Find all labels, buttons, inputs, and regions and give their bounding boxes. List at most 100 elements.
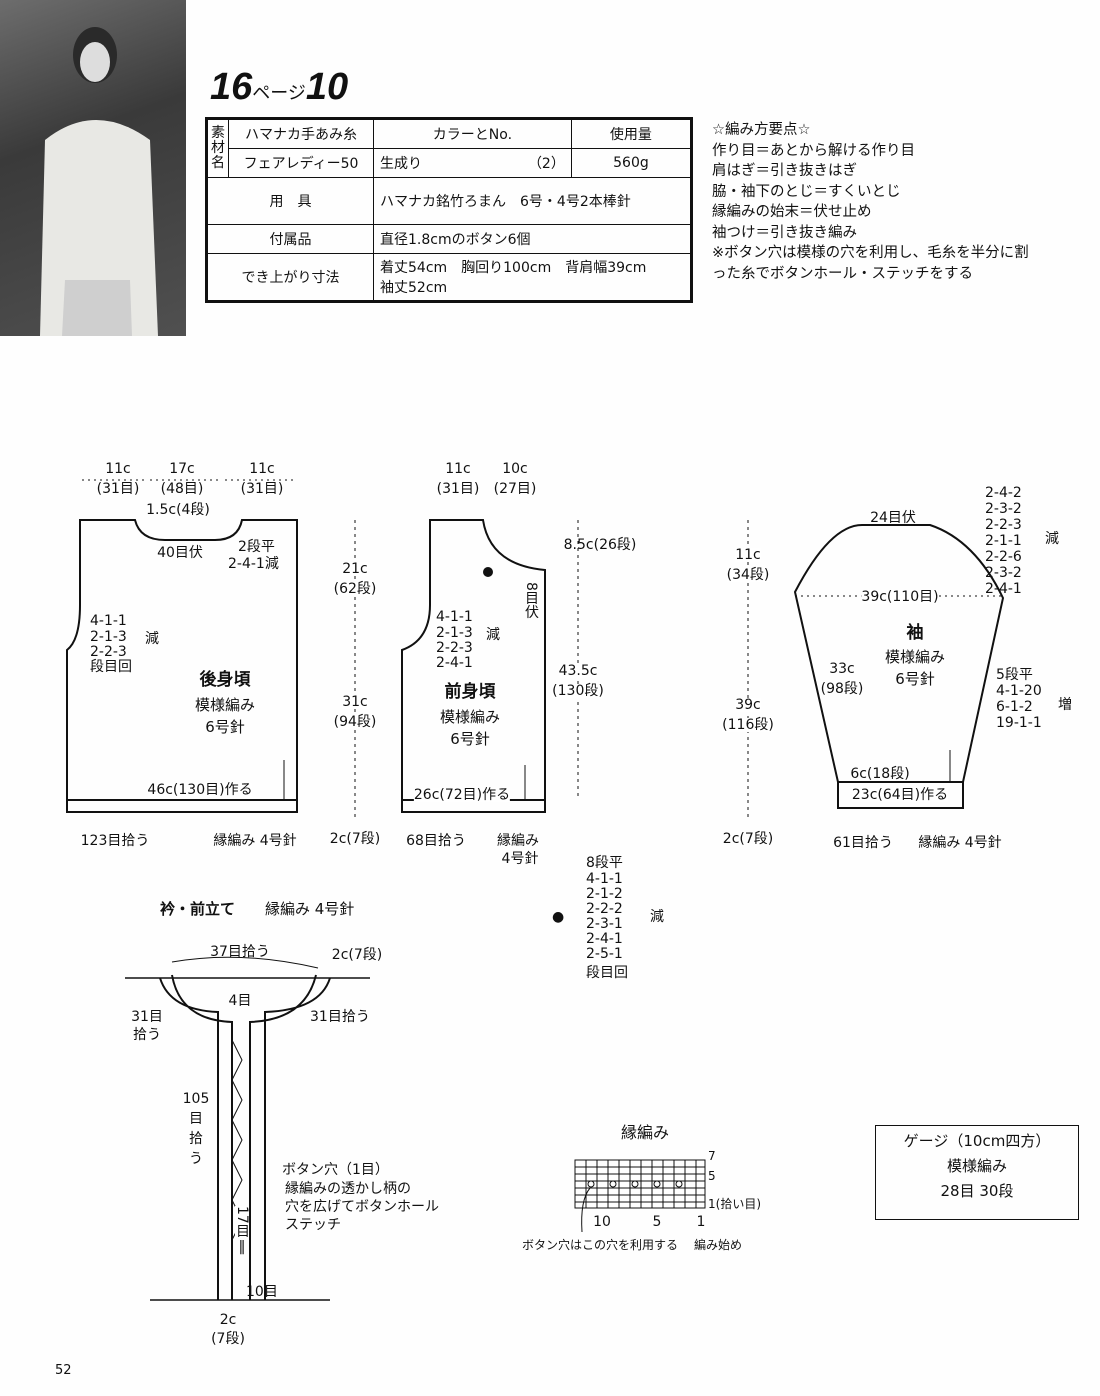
body-rows: (94段) (333, 714, 377, 730)
chart-row-label: 5 (708, 1169, 716, 1183)
front-neck-stitches: (27目) (493, 481, 537, 497)
sleeve-pickup: 61目拾う (833, 835, 893, 851)
front-band-pickup: う (189, 1151, 203, 1167)
front-arm-dec: 4-1-1 (436, 609, 473, 625)
sleeve-cap-dec: 2-3-2 (985, 565, 1022, 581)
buttonhole-spacing-mark: ‖ (238, 1239, 246, 1255)
sleeve-top-bind: 24目伏 (870, 510, 916, 526)
sleeve-stitch: 模様編み (884, 648, 946, 666)
sleeve-cap-dec-label: 減 (1045, 531, 1059, 547)
front-arm-dec-label: 減 (486, 627, 500, 643)
sleeve-band: 2c(7段) (722, 831, 774, 847)
back-arm-dec: 4-1-1 (90, 613, 127, 629)
sleeve-title: 袖 (906, 623, 924, 643)
front-arm-dec: 2-2-3 (436, 640, 473, 656)
armhole-rows: (62段) (333, 581, 377, 597)
front-needle: 6号針 (450, 730, 490, 748)
front-neck-bind: 8目伏 (523, 582, 539, 619)
back-neck-width: 17c (169, 461, 195, 477)
collar-neck-pickup: 37目拾う (210, 944, 270, 960)
band-bottom-height: 2c (219, 1312, 237, 1328)
back-neck-depth: 1.5c(4段) (146, 502, 210, 518)
collar-band: 2c(7段) (331, 947, 383, 963)
buttonhole-note: ステッチ (285, 1217, 341, 1233)
sleeve-cap-dec: 2-1-1 (985, 533, 1022, 549)
back-shoulder-width: 11c (105, 461, 131, 477)
back-stitch: 模様編み (194, 696, 256, 714)
back-neck-dec: 2段平 (238, 539, 275, 555)
back-arm-dec: 2-2-3 (90, 644, 127, 660)
front-band-pickup: 105 (182, 1091, 210, 1107)
front-neck-dec: 2-4-1 (586, 931, 623, 947)
front-border: 縁編み (497, 833, 539, 849)
band-bottom-stitches: 10目 (246, 1284, 278, 1300)
page-number: 52 (55, 1363, 72, 1378)
front-body-outline (354, 519, 579, 820)
back-shoulder-stitches: (31目) (96, 481, 140, 497)
chart-start-label: 編み始め (693, 1238, 743, 1252)
gauge-value: 28目 30段 (940, 1182, 1014, 1200)
back-body-outline (66, 479, 298, 813)
front-neck-dec: 2-5-1 (586, 946, 623, 962)
knitting-notes: ☆編み方要点☆作り目＝あとから解ける作り目肩はぎ＝引き抜きはぎ脇・袖下のとじ＝す… (712, 122, 1029, 282)
collar-outline (125, 956, 370, 1301)
front-neck-dec: 8段平 (586, 855, 623, 871)
sleeve-width: 39c(110目) (861, 589, 939, 605)
back-needle: 6号針 (205, 718, 245, 736)
chart-row-label: 7 (708, 1149, 716, 1163)
sleeve-cap-dec: 2-2-3 (985, 517, 1022, 533)
back-shoulder-width-right: 11c (249, 461, 275, 477)
gauge-box: ゲージ（10cm四方） 模様編み 28目 30段 (875, 1125, 1079, 1220)
front-neck-dec: 2-2-2 (586, 901, 623, 917)
collar-top: 4目 (228, 993, 252, 1009)
collar-left-pickup: 31目 (131, 1009, 163, 1025)
chart-hole-note: ボタン穴はこの穴を利用する (521, 1238, 679, 1252)
sleeve-inc: 6-1-2 (996, 699, 1033, 715)
band-height: 2c(7段) (329, 831, 381, 847)
sleeve-border: 縁編み 4号針 (918, 835, 1002, 851)
front-stitch: 模様編み (439, 708, 501, 726)
front-band-pickup: 目 (189, 1111, 203, 1127)
front-neck-dec: 段目回 (586, 965, 628, 981)
sleeve-cap-dec: 2-3-2 (985, 501, 1022, 517)
front-shoulder-width: 11c (445, 461, 471, 477)
sleeve-cast-on: 23c(64目)作る (851, 787, 949, 803)
back-neck-bind: 40目伏 (157, 545, 203, 561)
front-neck-dec: 4-1-1 (586, 871, 623, 887)
sleeve-inc-label: 増 (1058, 697, 1072, 713)
sleeve-cap-height: 11c (735, 547, 761, 563)
sleeve-needle: 6号針 (895, 670, 935, 688)
sleeve-length: 39c (735, 697, 761, 713)
sleeve-inc: 4-1-20 (996, 683, 1042, 699)
sleeve-cuff-height: 6c(18段) (850, 766, 910, 782)
back-pickup: 123目拾う (80, 833, 150, 849)
chart-col-label: 1 (696, 1214, 706, 1230)
model-photo (0, 0, 186, 336)
front-height: 43.5c (558, 663, 598, 679)
collar-left-pickup: 拾う (133, 1027, 161, 1043)
chart-row-label: 1(拾い目) (708, 1197, 761, 1211)
front-band-pickup: 拾 (189, 1131, 203, 1147)
band-bottom-rows: (7段) (211, 1331, 245, 1347)
collar-right-pickup: 31目拾う (310, 1009, 370, 1025)
sleeve-cap-dec: 2-4-2 (985, 485, 1022, 501)
front-neck-marker-icon: ● (552, 909, 565, 925)
front-arm-dec: 2-4-1 (436, 655, 473, 671)
border-chart (574, 1159, 706, 1233)
gauge-stitch: 模様編み (946, 1157, 1007, 1175)
back-border: 縁編み 4号針 (213, 833, 297, 849)
sleeve-length-rows: (116段) (722, 717, 774, 733)
front-rows: (130段) (552, 683, 604, 699)
front-cast-on: 26c(72目)作る (413, 787, 511, 803)
front-neck-dec: 2-3-1 (586, 916, 623, 932)
front-border-needle: 4号針 (501, 851, 539, 867)
back-body-title: 後身頃 (199, 670, 251, 690)
sleeve-cap-dec: 2-2-6 (985, 549, 1022, 565)
front-body-title: 前身頃 (444, 682, 496, 702)
buttonhole-note: 縁編みの透かし柄の (285, 1181, 411, 1197)
collar-title: 衿・前立て (160, 900, 236, 918)
sleeve-cap-rows: (34段) (726, 567, 770, 583)
sleeve-cap-dec: 2-4-1 (985, 581, 1022, 597)
